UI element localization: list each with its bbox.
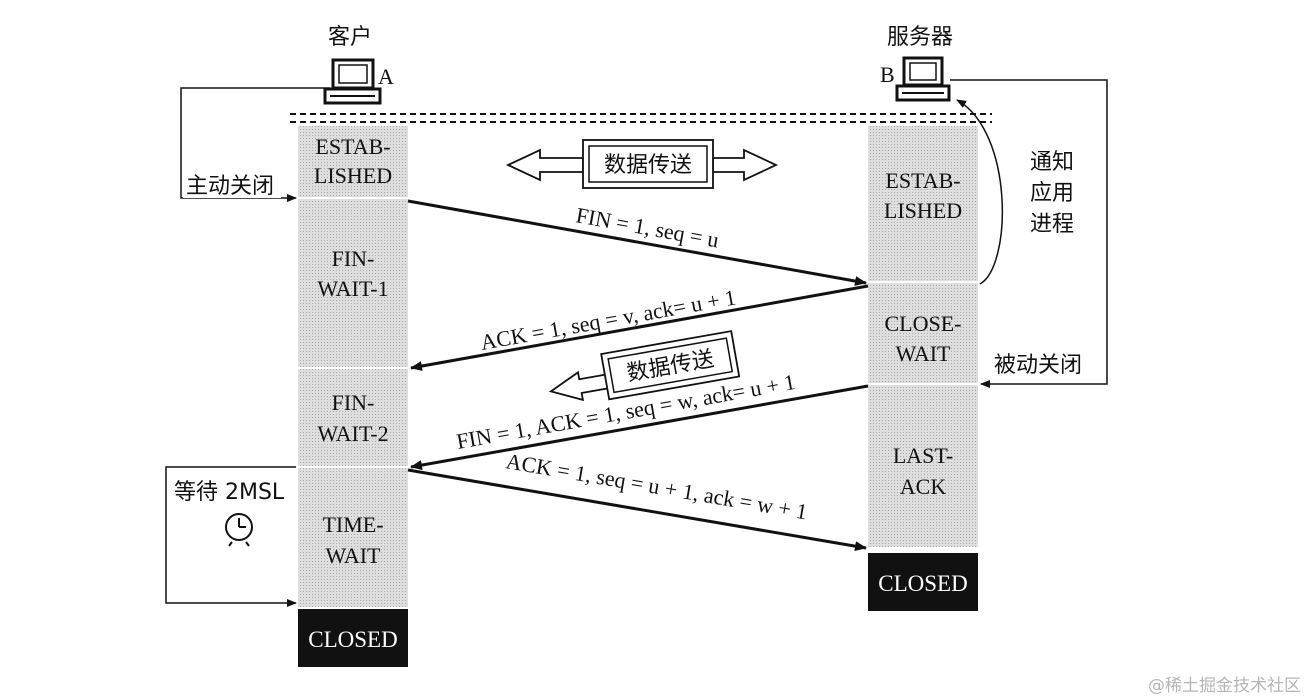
client-state-time-wait-a: TIME- bbox=[322, 512, 383, 537]
data-transfer-oneway-arrow bbox=[548, 370, 611, 402]
server-state-established-2: LISHED bbox=[884, 198, 962, 223]
client-state-fin-wait-2-a: FIN- bbox=[332, 390, 375, 415]
data-transfer-right-arrow bbox=[712, 148, 779, 182]
fin1-arrow bbox=[407, 199, 867, 286]
clock-icon bbox=[225, 513, 253, 547]
client-title: 客户 bbox=[328, 25, 372, 50]
server-state-close-wait-a: CLOSE- bbox=[885, 311, 962, 336]
client-state-fin-wait-2-b: WAIT-2 bbox=[317, 421, 388, 446]
client-state-closed: CLOSED bbox=[308, 627, 397, 652]
wait-2msl-bracket bbox=[165, 466, 297, 607]
server-computer-icon bbox=[895, 56, 951, 102]
server-title: 服务器 bbox=[887, 25, 953, 50]
fin2-arrow bbox=[410, 384, 869, 471]
client-state-established-1: ESTAB- bbox=[315, 134, 390, 159]
passive-close-label: 被动关闭 bbox=[994, 353, 1082, 378]
client-timeline bbox=[298, 126, 408, 607]
notify-app-label-2: 应用 bbox=[1030, 181, 1074, 206]
wait-2msl-label: 等待 2MSL bbox=[174, 480, 285, 505]
server-state-established-1: ESTAB- bbox=[885, 168, 960, 193]
client-state-established-2: LISHED bbox=[314, 163, 392, 188]
passive-close-arrow bbox=[950, 79, 1108, 388]
active-close-label: 主动关闭 bbox=[186, 174, 274, 199]
server-state-last-ack-a: LAST- bbox=[893, 443, 953, 468]
server-timeline bbox=[868, 126, 978, 547]
server-state-close-wait-b: WAIT bbox=[896, 341, 952, 366]
data-transfer-left-arrow bbox=[505, 148, 584, 182]
data-transfer-oneway: 数据传送 bbox=[548, 330, 741, 402]
server-state-last-ack-b: ACK bbox=[900, 474, 947, 499]
client-host-label: A bbox=[378, 64, 394, 89]
client-state-fin-wait-1-a: FIN- bbox=[332, 246, 375, 271]
server-host-label: B bbox=[880, 62, 895, 87]
server-closed-box bbox=[868, 553, 978, 611]
notify-app-arrow bbox=[956, 99, 1004, 285]
notify-app-label-3: 进程 bbox=[1030, 212, 1074, 237]
ack2-arrow bbox=[407, 468, 867, 552]
watermark: @稀土掘金技术社区 bbox=[1148, 676, 1301, 696]
notify-app-label-1: 通知 bbox=[1030, 150, 1074, 175]
client-computer-icon bbox=[323, 58, 382, 105]
ack1-arrow bbox=[410, 284, 869, 371]
client-state-fin-wait-1-b: WAIT-1 bbox=[317, 276, 388, 301]
client-closed-box bbox=[298, 609, 408, 667]
client-state-time-wait-b: WAIT bbox=[326, 543, 382, 568]
data-transfer-label: 数据传送 bbox=[604, 153, 692, 178]
server-state-closed: CLOSED bbox=[878, 571, 967, 596]
